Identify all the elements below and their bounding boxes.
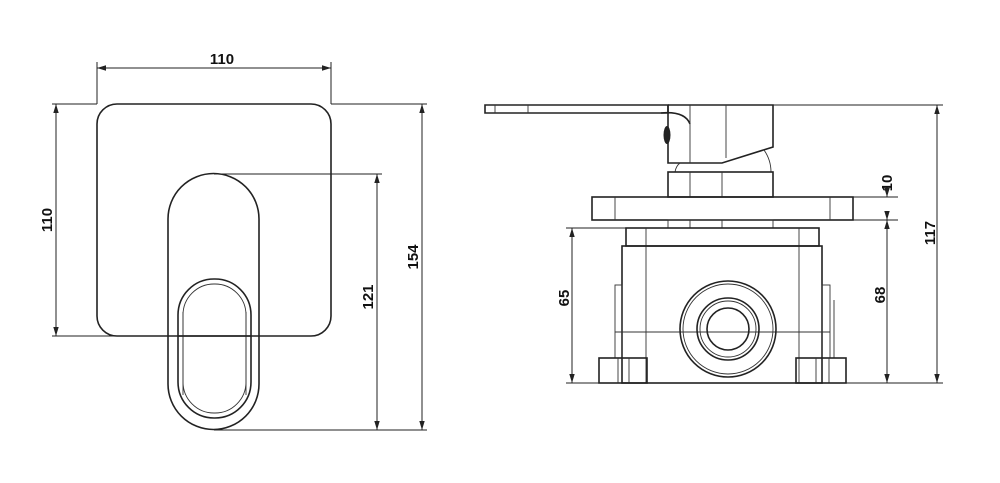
dimension-plate-height: 110 [39, 103, 168, 337]
dimension-label: 154 [405, 244, 422, 270]
lever [484, 104, 669, 114]
dimension-label: 110 [210, 51, 234, 68]
dimension-label: 10 [879, 175, 896, 192]
foot-right [795, 357, 847, 384]
lever-pin [663, 126, 671, 144]
front-view: 110 110 121 154 [39, 51, 427, 431]
dimension-handle-height: 121 [214, 173, 427, 431]
handle-outer [167, 172, 260, 431]
dimension-label: 68 [872, 287, 889, 304]
cover-plate [96, 103, 332, 337]
dimension-plate-thickness: 10 [853, 175, 898, 221]
side-view: 65 10 68 117 [484, 104, 943, 384]
neck [667, 171, 774, 198]
dimension-label: 65 [556, 290, 573, 307]
foot-left [598, 357, 648, 384]
outlet-port [679, 280, 777, 378]
dimension-overall-height: 154 [331, 103, 427, 430]
handle-body [667, 104, 774, 164]
valve-body-top [625, 227, 820, 247]
dimension-label: 110 [39, 208, 56, 232]
dimension-label: 117 [922, 221, 939, 245]
cover-plate-side [591, 196, 854, 221]
dimension-plate-width: 110 [96, 51, 332, 104]
dimension-label: 121 [360, 284, 377, 309]
handle-inner-ring [177, 278, 252, 419]
valve-body [621, 245, 823, 384]
dimension-overall-depth: 117 [773, 104, 943, 383]
dimension-body-depth-right: 68 [872, 220, 890, 383]
handle-inner-ring-edge [182, 283, 247, 414]
dimension-body-depth-left: 65 [556, 227, 943, 384]
